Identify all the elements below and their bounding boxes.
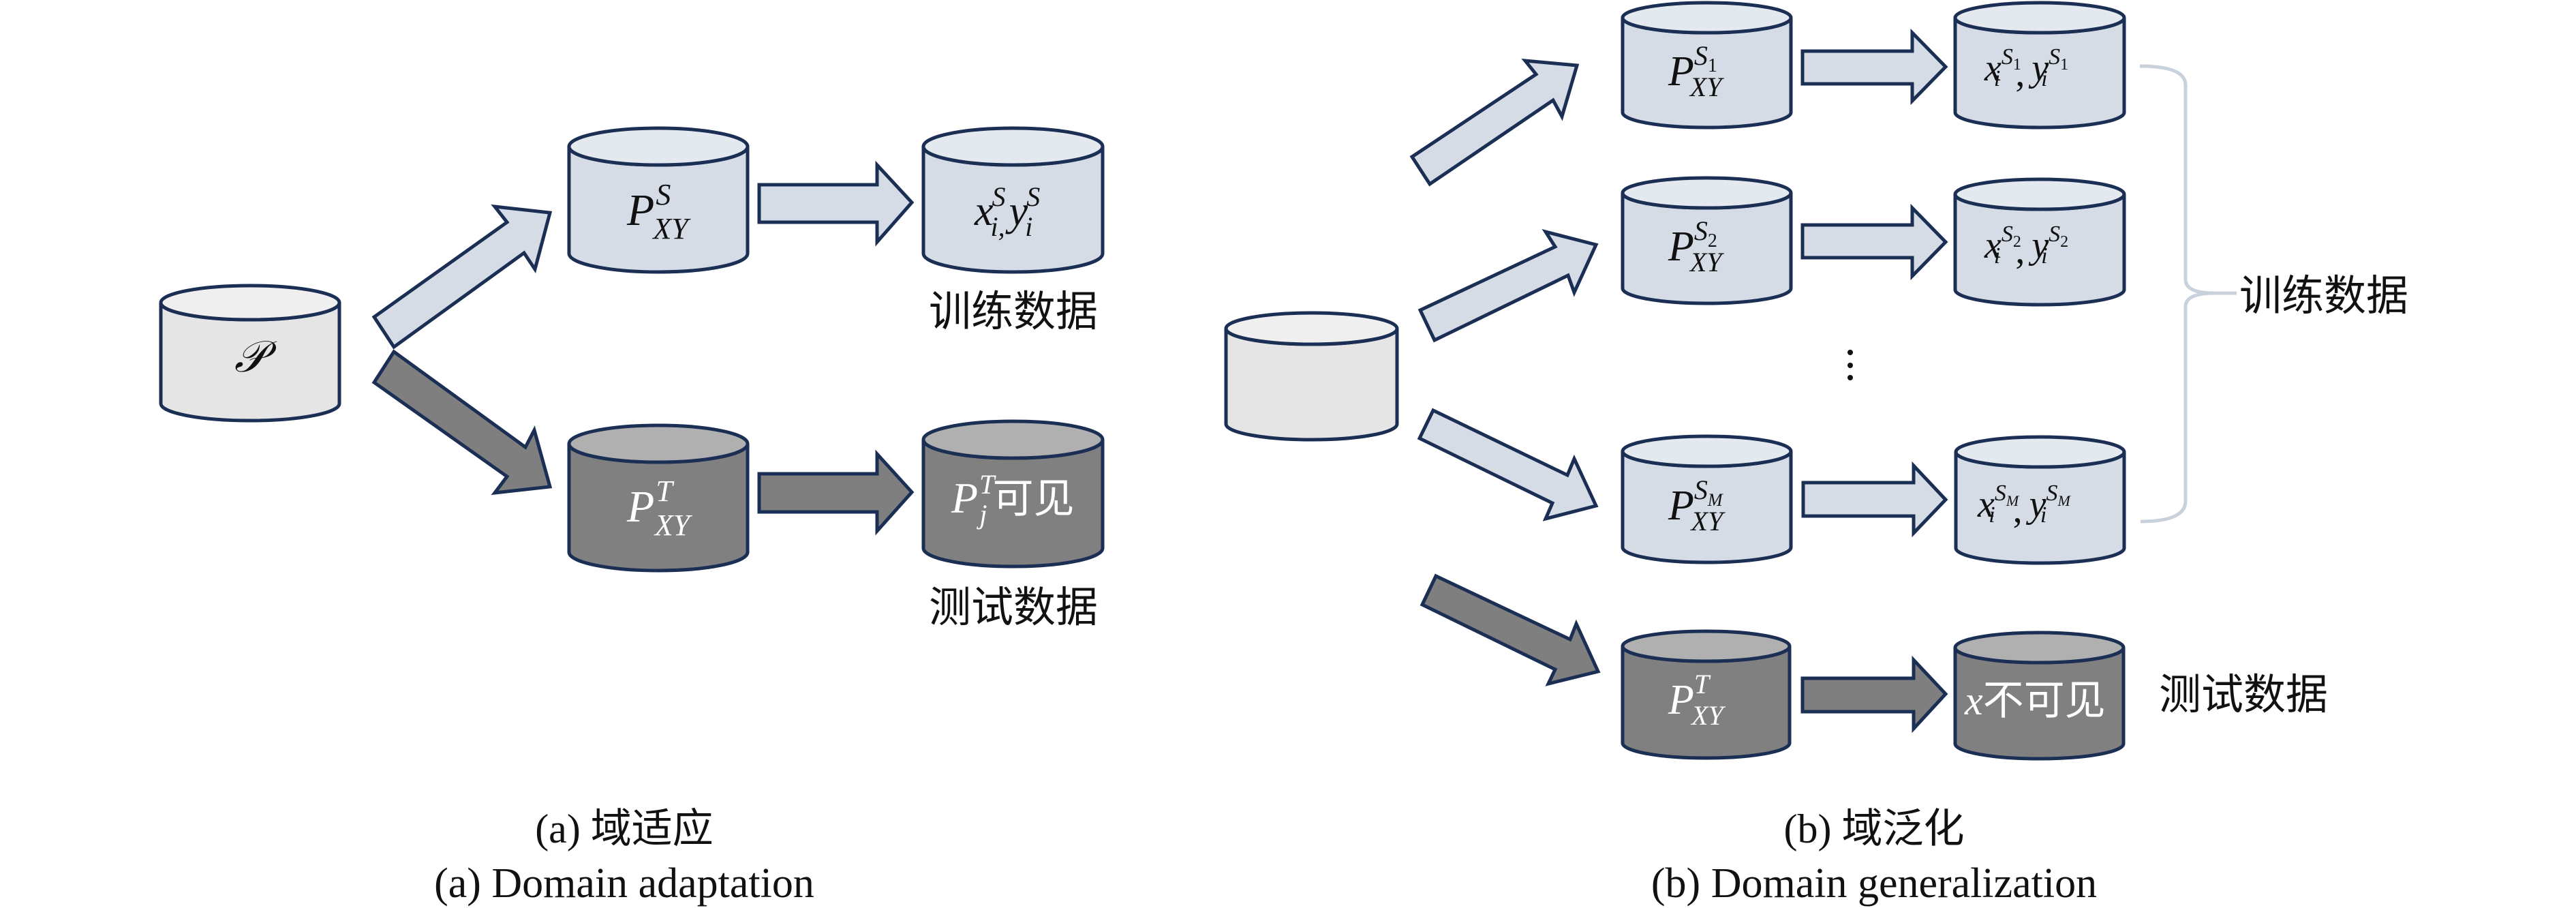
- train-data-label-b: 训练数据: [2239, 271, 2408, 320]
- arrow-source-to-samples: [757, 160, 915, 247]
- cylinder-top: [567, 423, 750, 464]
- source-domain-cylinder: [567, 126, 750, 274]
- arrow-target-to-samples: [757, 449, 915, 536]
- origin-distribution-cylinder: [159, 284, 341, 423]
- arrow-source-m-to-samples: [1801, 461, 1948, 538]
- ellipsis-dot: [1847, 350, 1853, 355]
- cylinder-top: [159, 284, 341, 322]
- caption-a-chinese: (a) 域适应: [535, 806, 714, 851]
- target-samples-cylinder: [921, 419, 1105, 569]
- cylinder-top: [1621, 176, 1793, 210]
- cylinder-top: [921, 419, 1105, 460]
- cylinder-top: [1954, 435, 2126, 469]
- arrow-to-source-domain: [371, 204, 553, 350]
- arrow-to-target-domain: [371, 349, 553, 496]
- cylinder-top: [1953, 1, 2126, 35]
- cylinder-top: [1953, 177, 2126, 211]
- arrow-to-source-domain-1: [1409, 58, 1580, 187]
- target-domain-cylinder-b: [1621, 629, 1792, 760]
- arrow-target-to-samples-b: [1800, 655, 1948, 733]
- test-data-label-a: 测试数据: [929, 582, 1098, 632]
- arrow-to-source-domain-m: [1417, 408, 1599, 521]
- cylinder-top: [1224, 311, 1399, 346]
- arrow-to-target-domain-b: [1420, 573, 1601, 686]
- caption-a-english: (a) Domain adaptation: [434, 860, 814, 907]
- source-samples-cylinder: [921, 126, 1105, 274]
- cylinder-top: [921, 126, 1105, 167]
- source-samples-m-cylinder: [1954, 435, 2126, 565]
- target-samples-cylinder-b: [1953, 631, 2126, 761]
- more-domains-ellipsis: [1847, 350, 1853, 380]
- target-domain-cylinder: [567, 423, 750, 573]
- ellipsis-dot: [1847, 375, 1853, 380]
- caption-b-english: (b) Domain generalization: [1651, 860, 2097, 907]
- caption-b-chinese: (b) 域泛化: [1784, 806, 1965, 851]
- ellipsis-dot: [1847, 363, 1853, 368]
- source-domain-m-cylinder: [1621, 434, 1793, 564]
- source-samples-2-cylinder: [1953, 177, 2126, 307]
- arrow-to-source-domain-2: [1417, 229, 1599, 343]
- cylinder-top: [1621, 434, 1793, 468]
- cylinder-top: [1953, 631, 2126, 665]
- source-samples-1-cylinder: [1953, 1, 2126, 130]
- test-data-label-b: 测试数据: [2159, 669, 2328, 719]
- origin-cylinder-b: [1224, 311, 1399, 442]
- target-samples-label-b: x不可见: [1964, 677, 2106, 725]
- arrow-source-1-to-samples: [1800, 28, 1948, 106]
- train-data-label-a: 训练数据: [929, 286, 1098, 336]
- cylinder-top: [1621, 629, 1792, 663]
- arrow-source-2-to-samples: [1800, 203, 1948, 281]
- cylinder-top: [1621, 1, 1793, 35]
- cylinder-top: [567, 126, 750, 167]
- source-domain-2-cylinder: [1621, 176, 1793, 305]
- training-data-brace: [2139, 64, 2215, 524]
- source-domain-1-cylinder: [1621, 1, 1793, 130]
